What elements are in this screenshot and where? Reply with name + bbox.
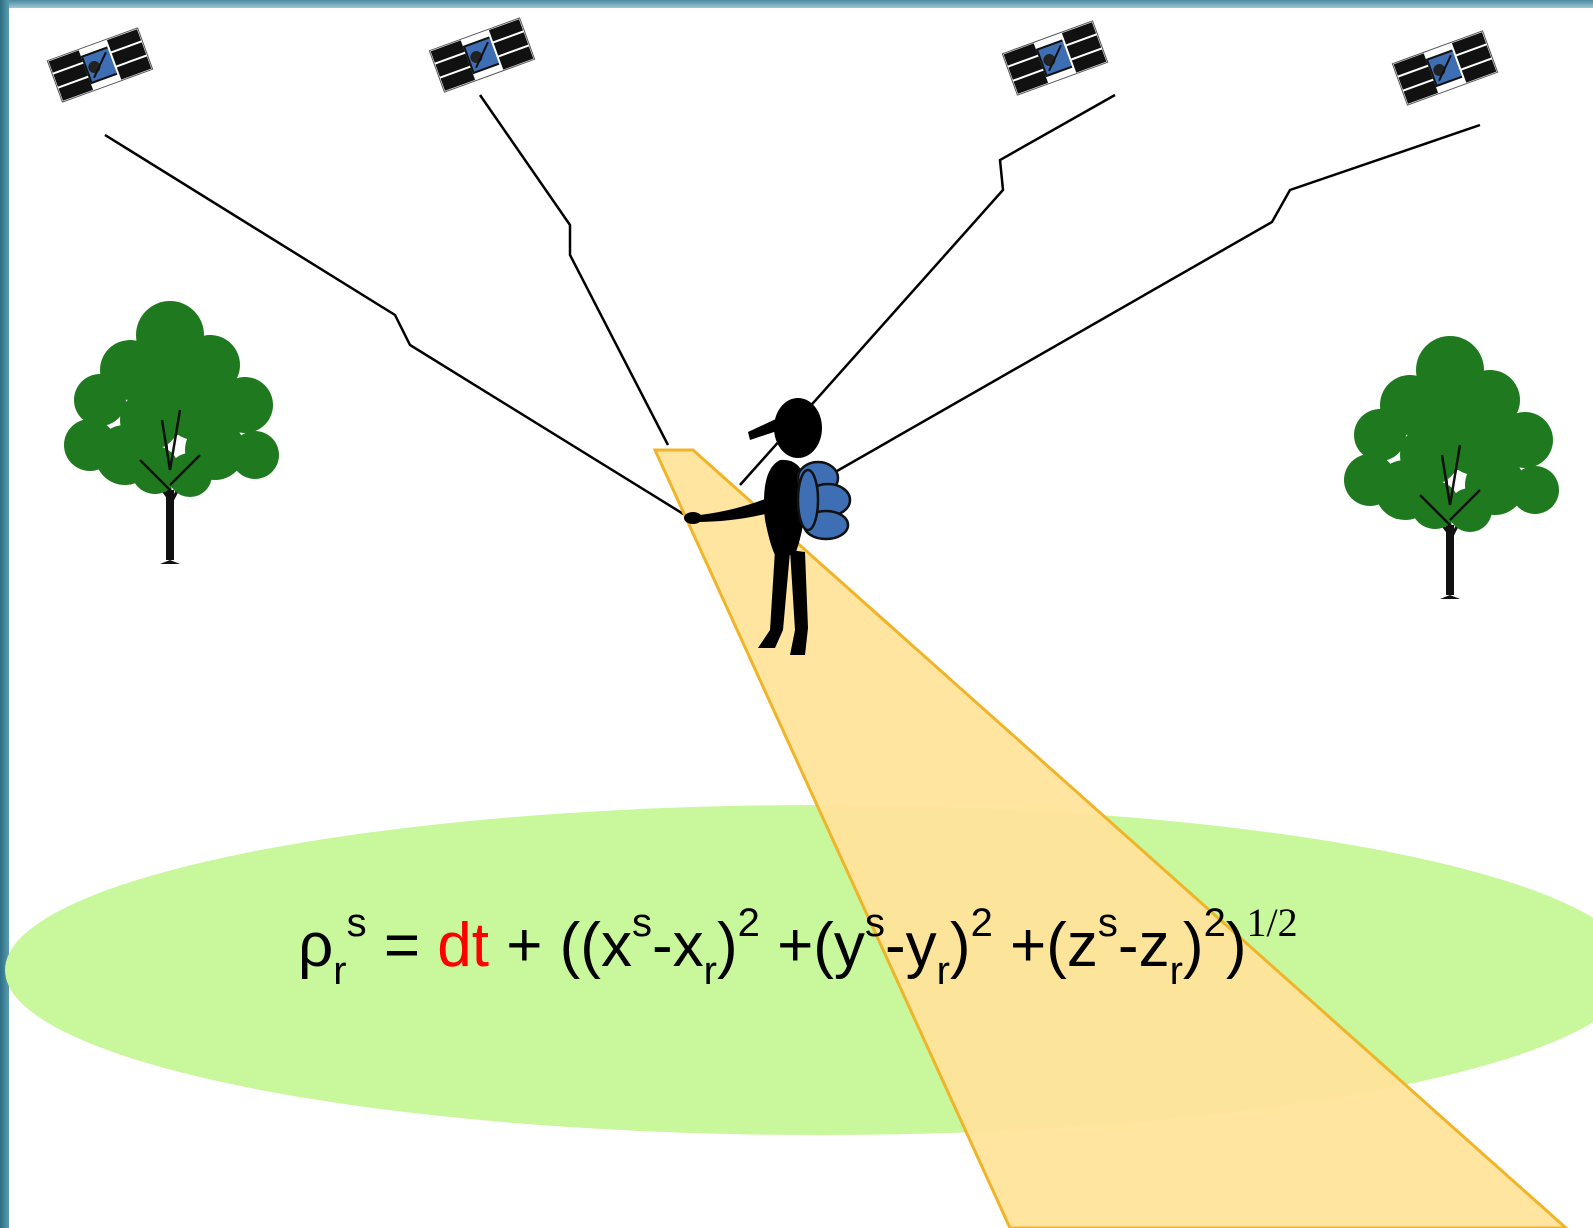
x-close: ): [717, 911, 738, 980]
equals-sign: =: [367, 911, 438, 980]
signal-line-2: [480, 95, 668, 445]
x-subscript: r: [704, 949, 717, 993]
y-minus: -y: [885, 911, 937, 980]
x-power: 2: [738, 901, 760, 945]
x-open: + ((x: [489, 911, 632, 980]
y-superscript: s: [865, 901, 885, 945]
z-open: +(z: [993, 911, 1098, 980]
y-power: 2: [971, 901, 993, 945]
z-subscript: r: [1170, 949, 1183, 993]
y-open: +(y: [760, 911, 865, 980]
rho-subscript: r: [333, 949, 346, 993]
square-root-exponent: 1/2: [1246, 900, 1297, 945]
satellite-icon: [1392, 31, 1497, 105]
final-close: ): [1226, 911, 1247, 980]
z-minus: -z: [1118, 911, 1170, 980]
pseudorange-equation: ρrs = dt + ((xs-xr)2 +(ys-yr)2 +(zs-zr)2…: [298, 915, 1298, 977]
tree-icon: [1344, 336, 1559, 599]
rho-symbol: ρ: [298, 911, 333, 980]
z-close: ): [1183, 911, 1204, 980]
satellite-icon: [47, 28, 152, 102]
y-close: ): [950, 911, 971, 980]
satellite-icon: [1002, 21, 1107, 95]
rho-superscript: s: [347, 901, 367, 945]
x-minus: -x: [652, 911, 704, 980]
satellite-icon: [429, 18, 534, 92]
clock-offset-term: dt: [437, 911, 489, 980]
x-superscript: s: [632, 901, 652, 945]
y-subscript: r: [937, 949, 950, 993]
z-superscript: s: [1098, 901, 1118, 945]
z-power: 2: [1204, 901, 1226, 945]
tree-icon: [64, 301, 279, 564]
